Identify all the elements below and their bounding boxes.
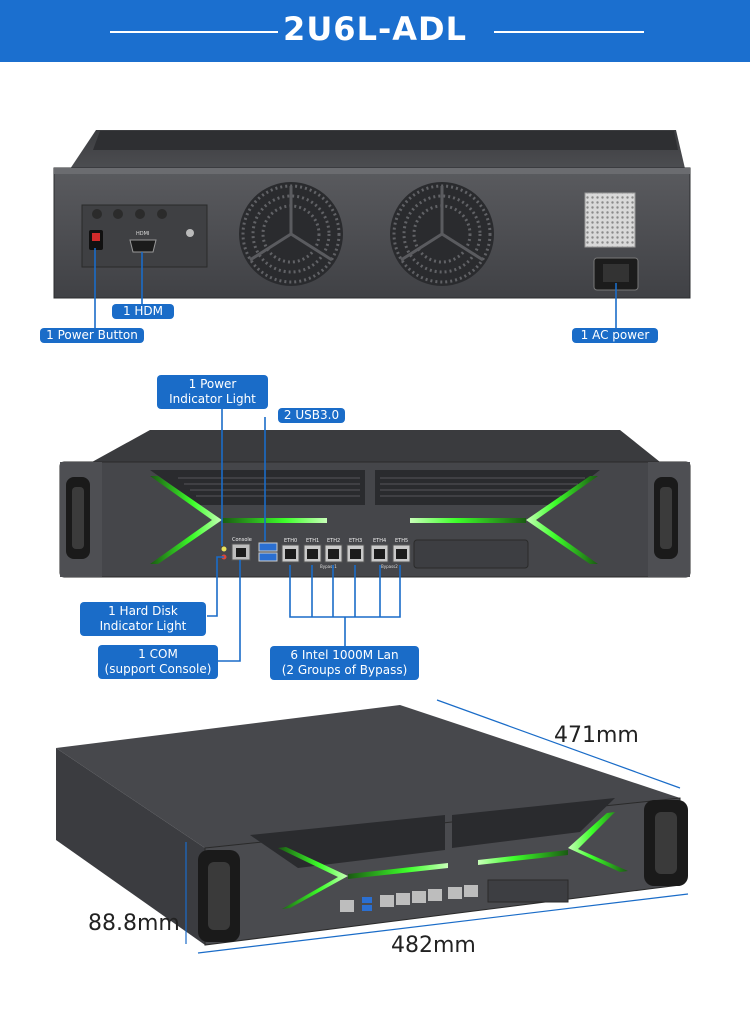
iso-rack-handle-left-icon[interactable] xyxy=(198,850,240,942)
eth-port-label: ETH1 xyxy=(306,538,319,544)
ac-power-callout: 1 AC power xyxy=(572,328,658,343)
hdd-light-callout: 1 Hard Disk Indicator Light xyxy=(80,602,206,636)
hdmi-port-text: HDMI xyxy=(136,231,149,237)
fan-grille-right-icon xyxy=(390,182,494,286)
eth-port-1-icon[interactable] xyxy=(303,544,322,563)
iso-green-accent-left-icon xyxy=(278,847,448,909)
hdd-light-callout-line1: 1 Hard Disk xyxy=(108,604,178,618)
eth-port-5-icon[interactable] xyxy=(392,544,411,563)
usb-callout: 2 USB3.0 xyxy=(278,408,345,423)
header-right-rule xyxy=(494,31,644,33)
rear-io-area xyxy=(81,204,208,268)
eth-port-label: ETH0 xyxy=(284,538,297,544)
power-indicator-led-icon xyxy=(221,546,227,552)
power-button-callout: 1 Power Button xyxy=(40,328,144,343)
iso-io-ports-icon xyxy=(340,879,569,912)
eth-port-label: ETH3 xyxy=(349,538,362,544)
green-accent-right-icon xyxy=(410,476,598,564)
eth-port-4-icon[interactable] xyxy=(370,544,389,563)
hdmi-port-icon[interactable] xyxy=(129,239,157,253)
lan-callout-line2: (2 Groups of Bypass) xyxy=(281,663,408,677)
com-callout-line1: 1 COM xyxy=(138,647,178,661)
bypass-panel-icon xyxy=(413,539,529,569)
com-callout-line2: (support Console) xyxy=(104,662,212,676)
header-left-rule xyxy=(110,31,278,33)
depth-dimension: 471mm xyxy=(554,723,639,748)
bypass-label: Bypass2 xyxy=(381,564,398,569)
power-light-callout: 1 Power Indicator Light xyxy=(157,375,268,409)
eth-port-3-icon[interactable] xyxy=(346,544,365,563)
header-banner: 2U6L-ADL xyxy=(0,0,750,62)
eth-port-label: ETH2 xyxy=(327,538,340,544)
lan-callout-line1: 6 Intel 1000M Lan xyxy=(290,648,399,662)
rack-handle-right-icon[interactable] xyxy=(654,477,678,559)
iso-green-accent-right-icon xyxy=(478,812,628,872)
ground-screw-icon xyxy=(186,229,194,237)
eth-port-0-icon[interactable] xyxy=(281,544,300,563)
eth-port-label: ETH5 xyxy=(395,538,408,544)
com-callout: 1 COM (support Console) xyxy=(98,645,218,679)
height-dimension: 88.8mm xyxy=(88,911,180,936)
lan-callout: 6 Intel 1000M Lan (2 Groups of Bypass) xyxy=(270,646,419,680)
power-light-callout-line2: Indicator Light xyxy=(169,392,256,406)
front-vent-slots xyxy=(178,477,585,497)
usb-ports-icon[interactable] xyxy=(258,542,278,562)
front-callout-lines xyxy=(207,407,401,662)
console-port-icon[interactable] xyxy=(231,543,251,561)
front-vents xyxy=(150,470,600,505)
eth-port-2-icon[interactable] xyxy=(324,544,343,563)
page-title: 2U6L-ADL xyxy=(283,10,467,48)
green-accent-left-icon xyxy=(150,476,327,564)
ac-power-socket-icon[interactable] xyxy=(593,257,639,291)
eth-port-label: ETH4 xyxy=(373,538,386,544)
rear-callout-lines xyxy=(94,248,617,330)
width-dimension: 482mm xyxy=(391,933,476,958)
hdmi-callout: 1 HDM xyxy=(112,304,174,319)
bypass-label: Bypass1 xyxy=(320,564,337,569)
dimension-lines xyxy=(185,699,689,954)
rear-chassis xyxy=(53,130,691,299)
hdd-light-callout-line2: Indicator Light xyxy=(99,619,187,633)
power-light-callout-line1: 1 Power xyxy=(188,377,237,391)
fan-grille-left-icon xyxy=(239,182,343,286)
console-port-text: Console xyxy=(232,537,252,543)
iso-rack-handle-right-icon[interactable] xyxy=(644,800,688,886)
power-button-icon[interactable] xyxy=(89,230,103,250)
psu-vent-icon xyxy=(584,192,636,248)
rack-handle-left-icon[interactable] xyxy=(66,477,90,559)
